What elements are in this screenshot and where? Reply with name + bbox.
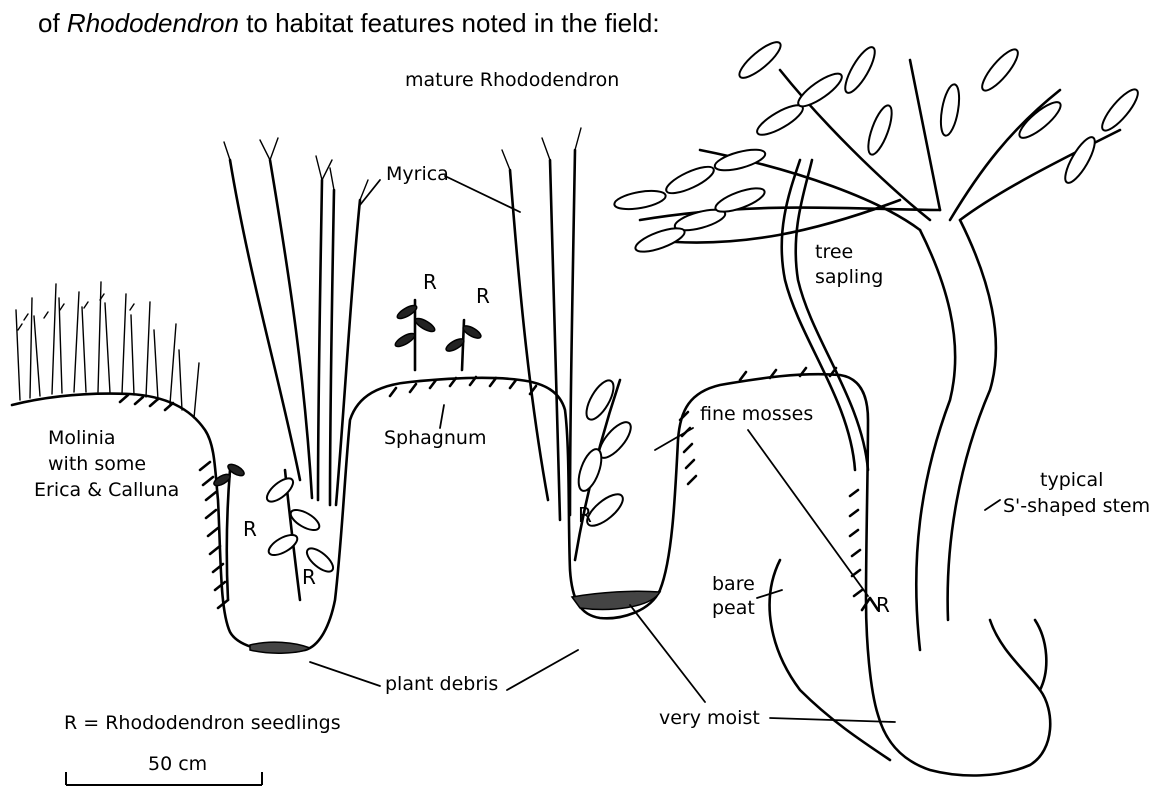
- label-sapling: sapling: [815, 266, 883, 288]
- leader-typical-stem: [985, 500, 1000, 510]
- caption-italic-genus: Rhododendron: [67, 8, 239, 38]
- mature-rhododendron: [613, 37, 1143, 650]
- leader-lines: [310, 176, 1000, 722]
- leader-myrica-right: [445, 176, 520, 212]
- debris-left-hollow: [250, 642, 310, 653]
- scale-bar: 50 cm: [66, 753, 262, 785]
- seedling-marker-r: R: [578, 503, 592, 527]
- large-hollow-left-wall: [770, 560, 890, 760]
- label-bare: bare: [712, 573, 755, 595]
- scale-bar-label: 50 cm: [148, 753, 207, 775]
- mature-trunk-left: [916, 230, 955, 650]
- leader-very-moist-up: [630, 605, 705, 702]
- plant-debris-deposits: [250, 591, 660, 653]
- seedling-marker-r: R: [476, 284, 490, 308]
- seedling-stem-1: [227, 470, 230, 600]
- caption-suffix: to habitat features noted in the field:: [239, 8, 660, 38]
- mature-trunk-right: [948, 220, 996, 620]
- label-mature-rhododendron: mature Rhododendron: [405, 69, 619, 91]
- hatch-middle-hollow-wall: [680, 412, 696, 484]
- label-typical-line1: typical: [1040, 469, 1103, 491]
- legend-key-r-rhododendron: R = Rhododendron seedlings: [64, 712, 341, 734]
- large-hollow-right-wall: [1035, 620, 1046, 690]
- label-fine-mosses: fine mosses: [700, 403, 813, 425]
- mature-foliage: [613, 37, 1143, 256]
- figure-caption: of Rhododendron to habitat features note…: [38, 8, 660, 38]
- label-sphagnum: Sphagnum: [384, 427, 486, 449]
- leader-fine-mosses-left: [655, 428, 693, 450]
- label-very-moist: very moist: [659, 707, 760, 729]
- caption-prefix: of: [38, 8, 67, 38]
- leader-sphagnum: [440, 405, 444, 428]
- label-tree: tree: [815, 241, 853, 263]
- label-molinia-line3: Erica & Calluna: [34, 479, 179, 501]
- myrica-shrub-right: [502, 128, 581, 520]
- leader-plant-debris-left: [310, 662, 380, 686]
- leader-fine-mosses-right: [748, 430, 868, 596]
- leader-plant-debris-right: [507, 650, 578, 690]
- seedling-marker-r: R: [302, 565, 316, 589]
- label-peat: peat: [712, 597, 755, 619]
- label-plant-debris: plant debris: [385, 673, 498, 695]
- label-typical-line2: S'-shaped stem: [1003, 495, 1150, 517]
- seedling-marker-r: R: [423, 270, 437, 294]
- seedling-marker-r: R: [243, 517, 257, 541]
- label-molinia-line2: with some: [48, 453, 146, 475]
- seedling-marker-r: R: [876, 593, 890, 617]
- label-molinia-line1: Molinia: [48, 427, 116, 449]
- label-myrica: Myrica: [386, 163, 449, 185]
